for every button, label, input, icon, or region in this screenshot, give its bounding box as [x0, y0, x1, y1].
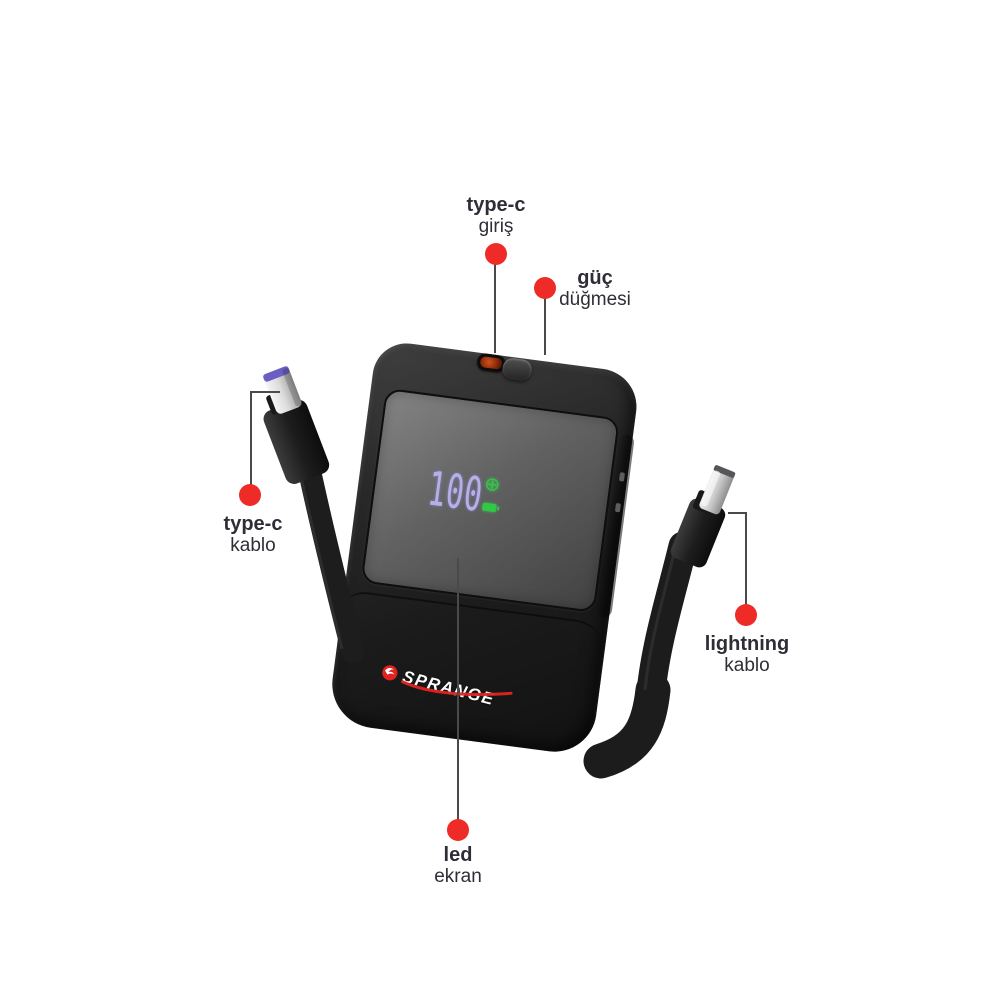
lightning-connector-body: [670, 498, 726, 568]
lightning-connector-neck: [693, 490, 721, 516]
leader-line-led-screen: [457, 558, 459, 820]
callout-label-led-screen: led ekran: [434, 844, 482, 888]
battery-percentage: 100: [424, 461, 486, 524]
callout-label-type-c-cable: type-c kablo: [223, 513, 283, 557]
type-c-connector-body: [263, 399, 330, 484]
callout-dot-lightning-cable: [735, 604, 757, 626]
leader-line-lightning-cable: [745, 512, 747, 605]
callout-dot-type-c-input: [485, 243, 507, 265]
battery-icon: [481, 502, 497, 513]
brand-logo-icon: [382, 664, 398, 680]
callout-dot-power-button: [534, 277, 556, 299]
leader-line-type-c-cable: [250, 392, 252, 485]
type-c-connector-tip-band: [263, 366, 290, 382]
brand-logo-text: SPRANGE: [400, 666, 498, 709]
callout-label-lightning-cable: lightning kablo: [704, 633, 790, 677]
type-c-port-inner: [479, 355, 503, 370]
callout-dot-led-screen: [447, 819, 469, 841]
lightning-cable-ribbon-bottom: [583, 672, 671, 779]
type-c-cable: [263, 366, 365, 664]
leader-line-lightning-cable: [728, 512, 747, 514]
power-bank-device: 100 ⊕ SPRANGE: [326, 339, 642, 757]
leader-line-power-button: [544, 298, 546, 355]
callout-label-type-c-input: type-c giriş: [466, 194, 526, 238]
charge-plus-icon: ⊕: [482, 472, 502, 497]
lightning-cable-ribbon-edge: [643, 548, 677, 691]
lightning-connector-tip-band: [713, 465, 736, 478]
callout-label-power-button: güç düğmesi: [559, 267, 631, 311]
lightning-connector-tip: [699, 465, 735, 515]
leader-line-type-c-input: [494, 264, 496, 353]
power-button: [501, 356, 533, 382]
callout-dot-type-c-cable: [239, 484, 261, 506]
leader-line-type-c-cable: [250, 391, 280, 393]
